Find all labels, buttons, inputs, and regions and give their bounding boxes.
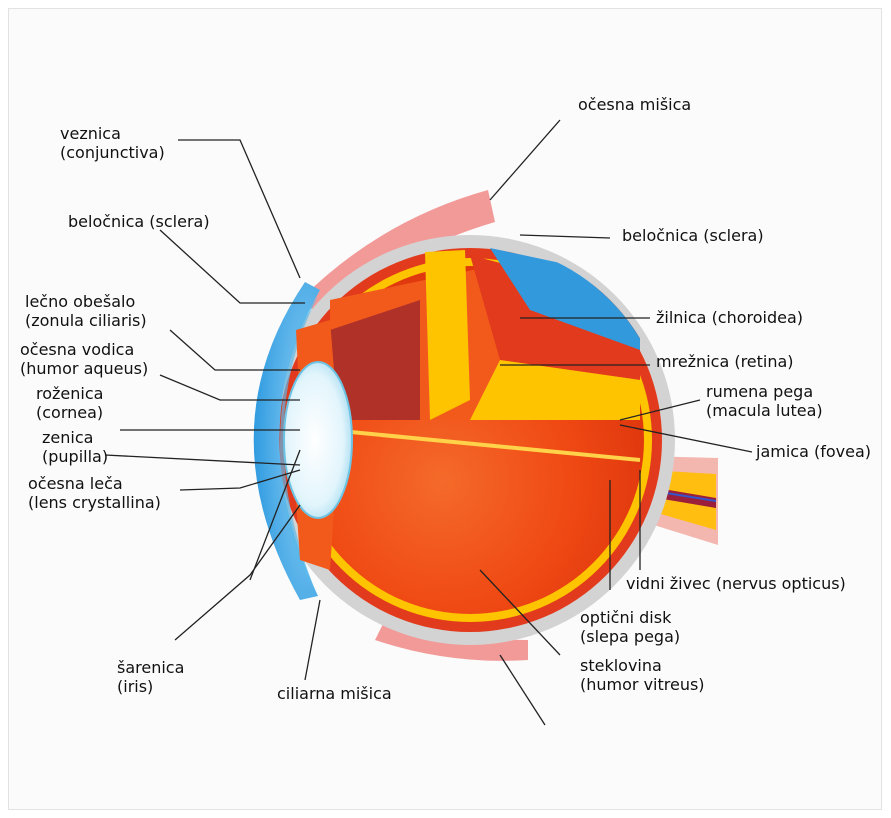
label-sclera-left-line1: beločnica (sclera) (68, 212, 210, 231)
label-iris-line1: šarenica (117, 658, 184, 677)
label-retina: mrežnica (retina) (656, 352, 794, 371)
label-aqueous-line1: očesna vodica (20, 340, 148, 359)
label-eye-muscle: očesna mišica (578, 95, 691, 114)
label-macula-line1: rumena pega (706, 382, 823, 401)
label-ciliary-muscle: ciliarna mišica (277, 684, 392, 703)
label-aqueous-line2: (humor aqueus) (20, 359, 148, 378)
label-fovea: jamica (fovea) (756, 442, 871, 461)
label-conjunctiva-line2: (conjunctiva) (60, 143, 165, 162)
label-ciliary-muscle-line1: ciliarna mišica (277, 684, 392, 703)
label-sclera-right-line1: beločnica (sclera) (622, 226, 764, 245)
label-vitreous-line1: steklovina (580, 656, 705, 675)
lens (284, 362, 352, 518)
label-vitreous: steklovina (humor vitreus) (580, 656, 705, 694)
label-macula-line2: (macula lutea) (706, 401, 823, 420)
label-optic-disc-line1: optični disk (580, 608, 680, 627)
label-optic-disc: optični disk (slepa pega) (580, 608, 680, 646)
label-choroid-line1: žilnica (choroidea) (656, 308, 803, 327)
label-lens-line1: očesna leča (28, 474, 161, 493)
label-fovea-line1: jamica (fovea) (756, 442, 871, 461)
label-optic-nerve-line1: vidni živec (nervus opticus) (626, 574, 846, 593)
label-cornea-line1: roženica (36, 384, 103, 403)
label-zonula-line1: lečno obešalo (25, 292, 147, 311)
label-lens: očesna leča (lens crystallina) (28, 474, 161, 512)
label-choroid: žilnica (choroidea) (656, 308, 803, 327)
label-pupil-line1: zenica (42, 428, 108, 447)
label-sclera-right: beločnica (sclera) (622, 226, 764, 245)
label-sclera-left: beločnica (sclera) (68, 212, 210, 231)
label-vitreous-line2: (humor vitreus) (580, 675, 705, 694)
label-optic-nerve: vidni živec (nervus opticus) (626, 574, 846, 593)
label-conjunctiva: veznica (conjunctiva) (60, 124, 165, 162)
label-pupil-line2: (pupilla) (42, 447, 108, 466)
label-conjunctiva-line1: veznica (60, 124, 165, 143)
label-zonula-line2: (zonula ciliaris) (25, 311, 147, 330)
label-macula: rumena pega (macula lutea) (706, 382, 823, 420)
label-iris: šarenica (iris) (117, 658, 184, 696)
label-aqueous: očesna vodica (humor aqueus) (20, 340, 148, 378)
label-retina-line1: mrežnica (retina) (656, 352, 794, 371)
label-eye-muscle-line1: očesna mišica (578, 95, 691, 114)
label-cornea: roženica (cornea) (36, 384, 103, 422)
label-zonula: lečno obešalo (zonula ciliaris) (25, 292, 147, 330)
label-iris-line2: (iris) (117, 677, 184, 696)
label-cornea-line2: (cornea) (36, 403, 103, 422)
label-optic-disc-line2: (slepa pega) (580, 627, 680, 646)
label-pupil: zenica (pupilla) (42, 428, 108, 466)
label-lens-line2: (lens crystallina) (28, 493, 161, 512)
